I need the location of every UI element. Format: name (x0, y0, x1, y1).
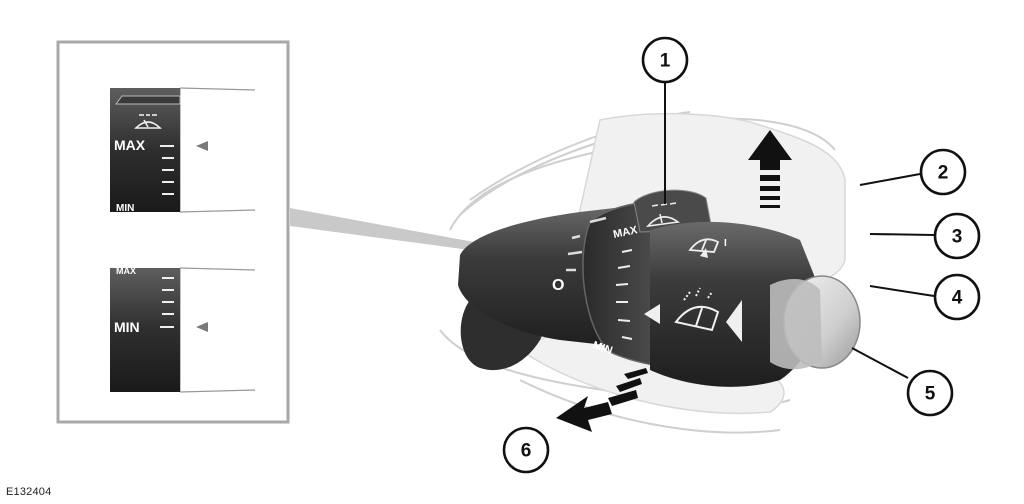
svg-text:3: 3 (952, 227, 963, 248)
inset-lower-scale-ticks (160, 277, 174, 328)
callout-6: 6 (502, 426, 550, 474)
svg-text:1: 1 (660, 51, 671, 72)
inset-pointer-max-icon (196, 141, 208, 151)
inset-upper-scale-ticks (160, 145, 174, 195)
wiper-sensitivity-icon (134, 114, 162, 129)
ring-pointer-icon (644, 304, 660, 324)
inset-upper-min-label: MIN (116, 203, 134, 214)
wiper-stalk: O MAX MIN I (458, 189, 861, 387)
callout-2: 2 (919, 148, 967, 196)
front-wiper-arrow-icon (726, 300, 742, 342)
front-wiper-wash-icon (674, 287, 720, 332)
callout-3: 3 (933, 212, 981, 260)
svg-text:5: 5 (925, 384, 936, 405)
inset-dial-max: MAX MIN (110, 87, 256, 214)
ring-max-label: MAX (612, 224, 639, 241)
figure-reference-code: E132404 (6, 486, 52, 498)
svg-text:4: 4 (952, 288, 963, 309)
ring-min-label: MIN (591, 339, 614, 357)
rear-wiper-icon (688, 238, 720, 258)
leader-lines (664, 83, 935, 379)
off-position-mark: O (552, 277, 564, 294)
inset-pointer-min-icon (196, 322, 208, 332)
callout-4: 4 (933, 273, 981, 321)
shaft-detent-marks (566, 216, 607, 272)
inset-min-label: MIN (114, 319, 140, 335)
inset-dial-min: MAX MIN (110, 266, 256, 393)
ring-scale-ticks (615, 249, 633, 340)
callout-5: 5 (906, 369, 954, 417)
inset-max-label: MAX (114, 137, 146, 153)
inset-lower-max-label: MAX (116, 266, 136, 276)
direction-arrow-out-icon (556, 368, 648, 432)
callout-1: 1 (641, 36, 689, 84)
rear-wiper-mark: I (724, 238, 727, 249)
svg-text:6: 6 (521, 441, 532, 462)
svg-text:2: 2 (938, 163, 949, 184)
direction-arrow-up-icon (748, 130, 792, 208)
ring-wiper-sensitivity-icon (645, 202, 681, 228)
